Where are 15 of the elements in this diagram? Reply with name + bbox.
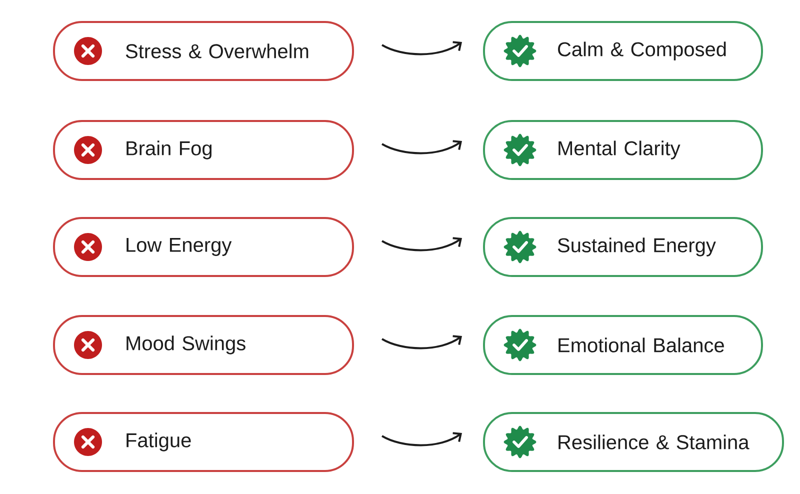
benefit-pill: Sustained Energy [483,217,763,277]
curved-arrow [382,41,462,56]
curved-arrow [382,140,462,154]
problem-pill: Low Energy [53,217,354,277]
benefit-pill: Resilience & Stamina [483,412,784,472]
benefit-pill: Emotional Balance [483,315,763,375]
problem-pill: Stress & Overwhelm [53,21,354,81]
curved-arrow [382,237,462,252]
problem-pill: Brain Fog [53,120,354,180]
benefit-pill: Mental Clarity [483,120,763,180]
problem-pill: Fatigue [53,412,354,472]
problem-pill: Mood Swings [53,315,354,375]
curved-arrow [382,335,462,350]
benefit-pill: Calm & Composed [483,21,763,81]
curved-arrow [382,432,462,446]
